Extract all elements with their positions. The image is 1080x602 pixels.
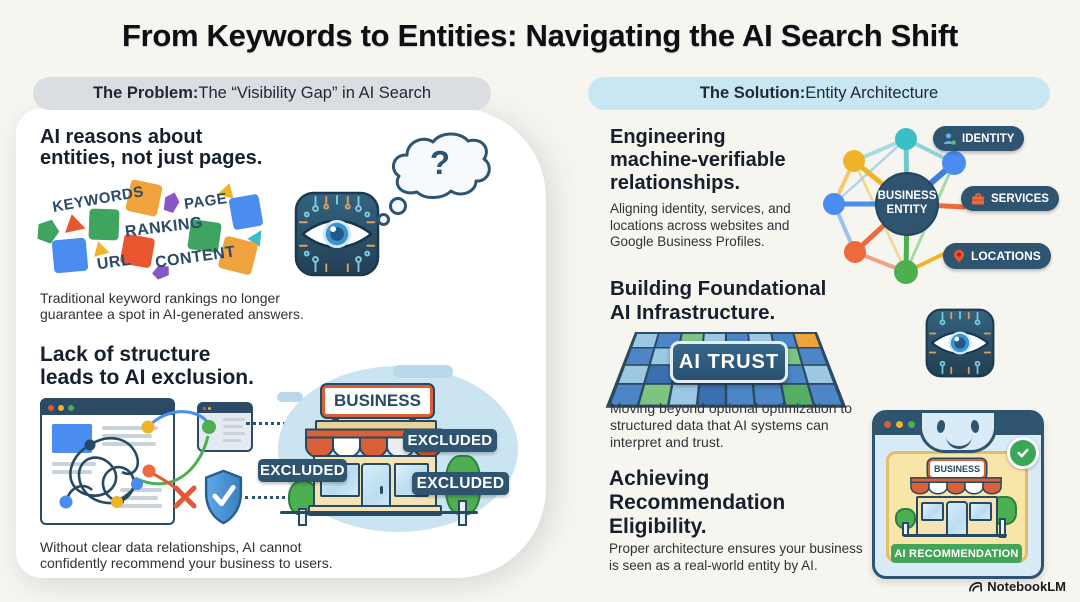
solution-heading-2: Building Foundational AI Infrastructure.: [610, 277, 827, 324]
solution-header-bold: The Solution:: [699, 84, 806, 102]
problem-header-rest: The “Visibility Gap” in AI Search: [198, 84, 432, 102]
tree-trunk: [298, 508, 307, 526]
store-door: [946, 501, 968, 536]
locations-label: LOCATIONS: [971, 249, 1041, 263]
mini-browser-titlebar: [199, 404, 251, 413]
window-dot-green: [908, 420, 915, 428]
briefcase-icon: [972, 192, 984, 204]
face-smile: [946, 433, 972, 449]
text-line: [120, 488, 162, 492]
text-line: [223, 432, 245, 435]
store-base: [308, 505, 442, 516]
problem-heading-2: Lack of structure leads to AI exclusion.: [40, 343, 254, 389]
thought-dot-small: [377, 213, 390, 226]
store-awning-small: [910, 477, 1002, 495]
ai-eye-icon: [294, 191, 380, 277]
window-dot-yellow: [896, 420, 903, 428]
ai-trust-badge: AI TRUST: [670, 341, 788, 383]
person-icon: [944, 133, 956, 145]
services-pill: SERVICES: [961, 186, 1059, 211]
notebooklm-watermark: NotebookLM: [968, 579, 1066, 594]
services-label: SERVICES: [991, 192, 1049, 205]
store-window-right: [969, 502, 992, 521]
store-window-left: [921, 502, 944, 521]
text-line: [102, 434, 152, 438]
notebooklm-logo-icon: [969, 582, 983, 592]
text-line: [102, 426, 158, 430]
window-dot-red: [48, 404, 54, 411]
excluded-badge-2: EXCLUDED: [258, 459, 347, 482]
ai-recommendation-card: BUSINESS AI RECOMMENDATION: [872, 410, 1044, 579]
text-line: [223, 439, 241, 442]
page-title: From Keywords to Entities: Navigating th…: [121, 18, 959, 53]
problem-heading-1: AI reasons about entities, not just page…: [40, 126, 263, 169]
ai-recommendation-banner: AI RECOMMENDATION: [891, 544, 1022, 563]
solution-heading-1: Engineering machine-verifiable relations…: [610, 126, 786, 194]
friendly-face: [919, 413, 997, 453]
thought-bubble-icon: [391, 132, 491, 199]
dotted-connector-top: [246, 422, 318, 425]
locations-pill: LOCATIONS: [943, 243, 1051, 269]
text-line: [223, 425, 243, 428]
business-entity-node: [875, 172, 939, 236]
problem-caption-2: Without clear data relationships, AI can…: [40, 539, 333, 571]
store-door: [361, 463, 391, 513]
window-dot-green: [68, 404, 74, 411]
window-dot-yellow: [208, 407, 211, 410]
face-eye-left: [936, 419, 946, 434]
blue-square-shape-2: [51, 237, 89, 274]
entity-network-graph: [823, 128, 967, 284]
store-sign: BUSINESS: [322, 385, 433, 417]
window-dot-red: [884, 420, 891, 428]
watermark-label: NotebookLM: [987, 579, 1066, 594]
door-handle: [380, 486, 383, 494]
solution-header-pill: The Solution: Entity Architecture: [588, 77, 1050, 110]
ground-line: [903, 534, 1007, 537]
solution-caption-3: Proper architecture ensures your busines…: [609, 541, 863, 573]
business-entity-label: BUSINESS ENTITY: [877, 190, 937, 216]
problem-header-bold: The Problem:: [92, 84, 199, 102]
excluded-storefront-illustration: BUSINESS EXCLUDED EXCLUDED EXCLUDED: [258, 360, 550, 575]
store-awning: [305, 428, 442, 459]
identity-label: IDENTITY: [962, 132, 1015, 145]
problem-caption-1: Traditional keyword rankings no longer g…: [40, 290, 304, 322]
question-mark: ?: [429, 144, 451, 181]
store-sign-small: BUSINESS: [928, 459, 986, 479]
cloud-shape: [393, 365, 453, 378]
problem-header-pill: The Problem: The “Visibility Gap” in AI …: [33, 77, 491, 110]
solution-caption-1: Aligning identity, services, and locatio…: [610, 201, 791, 249]
window-dot-red: [203, 407, 206, 410]
text-line: [52, 470, 92, 474]
tree-trunk: [999, 518, 1006, 538]
text-line: [120, 504, 162, 508]
face-eye-right: [970, 419, 980, 434]
text-line: [120, 496, 158, 500]
green-square-shape: [88, 208, 120, 241]
ai-eye-icon-small: [925, 308, 995, 378]
tangled-data-lines: [59, 410, 216, 509]
solution-header-rest: Entity Architecture: [805, 84, 939, 102]
check-circle-icon: [1007, 437, 1039, 469]
identity-pill: IDENTITY: [933, 126, 1025, 151]
solution-heading-3: Achieving Recommendation Eligibility.: [609, 467, 786, 538]
excluded-badge-1: EXCLUDED: [403, 429, 497, 452]
dotted-connector-bottom: [245, 496, 309, 499]
store-card: BUSINESS AI RECOMMENDATION: [886, 451, 1028, 563]
cloud-shape: [277, 392, 303, 402]
excluded-badge-3: EXCLUDED: [412, 472, 509, 495]
blue-square-shape: [228, 193, 264, 231]
solution-caption-2: Moving beyond optional optimization to s…: [610, 400, 853, 450]
location-pin-icon: [954, 249, 964, 263]
ground-line: [280, 511, 478, 514]
text-line: [52, 462, 96, 466]
shield-check-icon: [204, 469, 243, 525]
browser-titlebar: [42, 400, 173, 415]
x-mark-icon: [173, 485, 197, 509]
window-dot-yellow: [58, 404, 64, 411]
thought-dot-large: [389, 197, 407, 215]
text-line: [223, 418, 245, 421]
